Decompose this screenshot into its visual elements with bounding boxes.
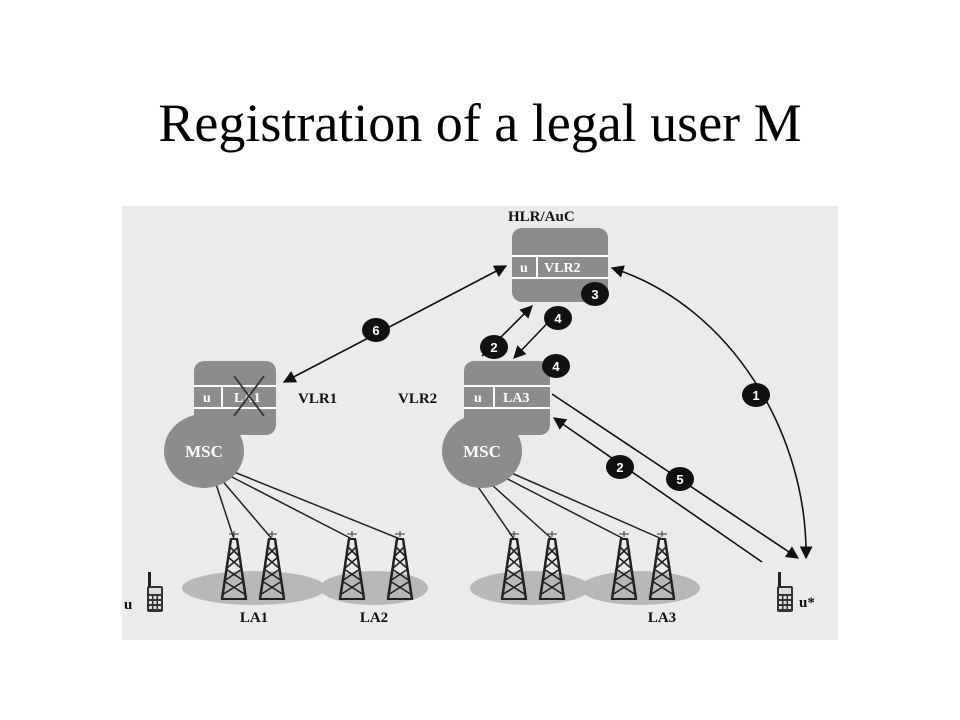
step-badge-5: 5	[666, 467, 694, 491]
slide-title: Registration of a legal user M	[158, 93, 802, 153]
vlr2-label: VLR2	[398, 391, 437, 407]
vlr2-cell-u: u	[474, 391, 482, 406]
step-badge-6: 6	[362, 318, 390, 342]
msc-right-label: MSC	[463, 442, 501, 461]
vlr2-cell-la: LA3	[503, 391, 529, 406]
svg-text:4: 4	[552, 359, 560, 374]
area-label-la3: LA3	[648, 610, 676, 626]
hlr-label: HLR/AuC	[508, 209, 575, 225]
area-label-la1: LA1	[240, 610, 268, 626]
network-diagram: u VLR2 HLR/AuC u LA1 VLR1 u LA3 VLR2 MSC…	[122, 206, 838, 640]
area-la1-ellipse	[182, 571, 326, 605]
hlr-cell-u: u	[520, 261, 528, 276]
arrow-1-curve	[610, 265, 813, 560]
user-old-label: u	[124, 597, 132, 613]
msc-links	[213, 467, 663, 540]
svg-text:1: 1	[752, 388, 759, 403]
user-new-label: u*	[799, 595, 815, 611]
svg-text:5: 5	[676, 472, 683, 487]
step-badge-2-lower: 2	[606, 455, 634, 479]
mobile-phone-icon	[147, 572, 163, 612]
step-badge-1: 1	[742, 383, 770, 407]
msc-left-node	[164, 414, 244, 488]
svg-text:2: 2	[490, 340, 497, 355]
svg-text:3: 3	[591, 287, 598, 302]
svg-text:2: 2	[616, 460, 623, 475]
step-badge-3: 3	[581, 282, 609, 306]
cross-out-icon	[233, 375, 265, 417]
msc-right-node	[442, 414, 522, 488]
vlr1-cell-u: u	[203, 391, 211, 406]
area-la3b-ellipse	[580, 571, 700, 605]
step-badge-4-lower: 4	[542, 354, 570, 378]
step-badge-4-upper: 4	[544, 306, 572, 330]
area-label-la2: LA2	[360, 610, 388, 626]
svg-text:4: 4	[554, 311, 562, 326]
step-badge-2-upper: 2	[480, 335, 508, 359]
arrow-6	[282, 265, 508, 383]
area-la2-ellipse	[320, 571, 428, 605]
svg-text:6: 6	[372, 323, 379, 338]
msc-left-label: MSC	[185, 442, 223, 461]
hlr-cell-vlr: VLR2	[544, 261, 581, 276]
signal-arrows	[282, 265, 813, 563]
mobile-phone-icon	[777, 572, 793, 612]
hlr-node	[512, 228, 608, 302]
vlr1-label: VLR1	[298, 391, 337, 407]
area-la3a-ellipse	[470, 571, 590, 605]
